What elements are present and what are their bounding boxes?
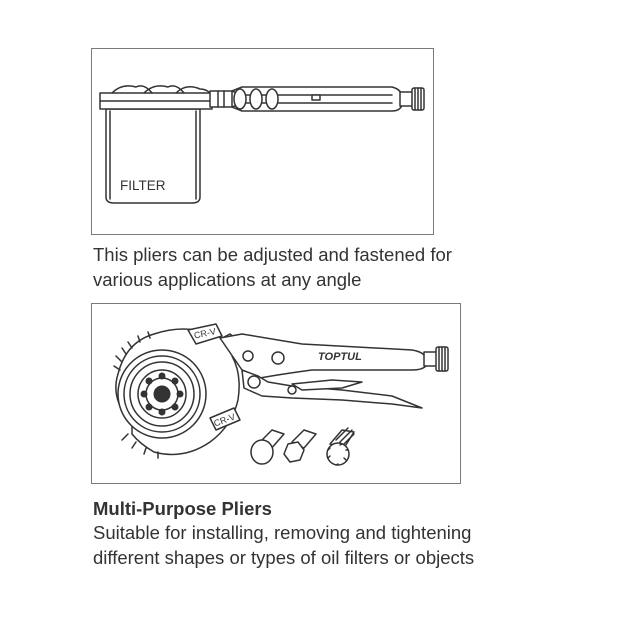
release-lever bbox=[291, 379, 363, 391]
brand-label: TOPTUL bbox=[318, 351, 362, 363]
figure1-caption-line-1: This pliers can be adjusted and fastened… bbox=[93, 244, 452, 265]
figure1-caption: This pliers can be adjusted and fastened… bbox=[93, 242, 452, 292]
plier-lower-handle bbox=[241, 369, 423, 409]
hex-bar-object bbox=[283, 429, 317, 463]
pliers-on-filter-drawing: FILTER bbox=[99, 85, 425, 204]
plier-upper-handle bbox=[219, 333, 427, 379]
material-label-top: CR-V bbox=[193, 326, 217, 340]
filter-label: FILTER bbox=[120, 178, 166, 193]
multi-purpose-pliers-frame: CR-V CR-V TOPTUL bbox=[91, 303, 461, 484]
multi-purpose-pliers-heading: Multi-Purpose Pliers bbox=[93, 498, 272, 519]
filter-illustration-frame: FILTER bbox=[91, 48, 434, 235]
figure2-caption-line-1: Suitable for installing, removing and ti… bbox=[93, 522, 472, 543]
round-bar-object bbox=[250, 429, 285, 465]
figure1-caption-line-2: various applications at any angle bbox=[93, 269, 362, 290]
multi-purpose-pliers-drawing: CR-V CR-V TOPTUL bbox=[113, 323, 449, 466]
filter-can bbox=[105, 108, 201, 204]
figure2-caption-line-2: different shapes or types of oil filters… bbox=[93, 547, 475, 568]
splined-bar-object bbox=[326, 427, 355, 466]
figure2-caption: Suitable for installing, removing and ti… bbox=[93, 520, 474, 570]
